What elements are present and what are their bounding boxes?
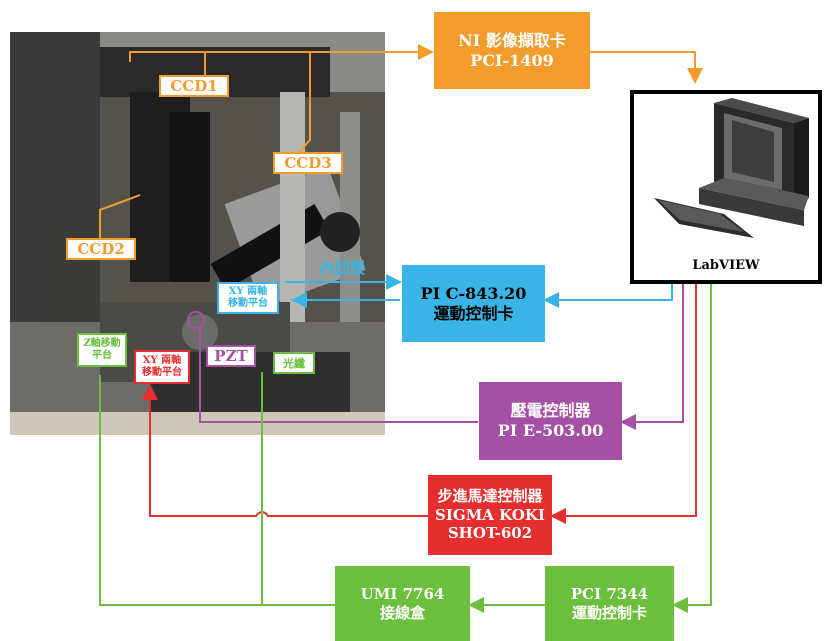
stepper-line2: SIGMA KOKI <box>435 506 545 525</box>
xy-stage-red-line2: 移動平台 <box>142 367 182 379</box>
piezo-line2: PI E-503.00 <box>498 421 603 441</box>
stepper-line1: 步進馬達控制器 <box>437 487 542 506</box>
labview-block: LabVIEW <box>630 90 822 284</box>
piezo-controller-block: 壓電控制器 PI E-503.00 <box>479 382 622 460</box>
pi-c843-line2: 運動控制卡 <box>433 304 513 324</box>
ccd3-label: CCD3 <box>273 152 343 174</box>
pzt-label: PZT <box>206 345 256 367</box>
labview-label: LabVIEW <box>692 258 759 274</box>
pci7344-block: PCI 7344 運動控制卡 <box>545 566 674 641</box>
ni-card-block: NI 影像擷取卡 PCI-1409 <box>434 12 590 89</box>
computer-icon <box>644 98 814 253</box>
ni-card-line1: NI 影像擷取卡 <box>458 31 566 51</box>
z-stage-label: Z軸移動 平台 <box>77 333 127 367</box>
pi-c843-line1: PI C-843.20 <box>421 284 527 304</box>
umi-line1: UMI 7764 <box>361 585 445 604</box>
pi-c843-block: PI C-843.20 運動控制卡 <box>402 265 545 342</box>
umi-block: UMI 7764 接線盒 <box>335 566 470 641</box>
xy-stage-top-label: XY 兩軸 移動平台 <box>217 282 279 314</box>
piezo-line1: 壓電控制器 <box>510 401 590 421</box>
ni-card-line2: PCI-1409 <box>470 51 553 71</box>
umi-line2: 接線盒 <box>380 604 425 623</box>
fiber-label: 光纖 <box>273 352 315 374</box>
z-stage-line1: Z軸移動 <box>83 338 120 350</box>
z-stage-line2: 平台 <box>92 350 112 362</box>
pci7344-line1: PCI 7344 <box>571 585 648 604</box>
inner-loop-label: 內回授 <box>320 257 365 278</box>
xy-stage-red-line1: XY 兩軸 <box>143 355 181 367</box>
xy-stage-top-line2: 移動平台 <box>228 298 268 310</box>
stepper-controller-block: 步進馬達控制器 SIGMA KOKI SHOT-602 <box>428 475 552 555</box>
xy-stage-top-line1: XY 兩軸 <box>229 286 267 298</box>
pci7344-line2: 運動控制卡 <box>572 604 647 623</box>
ccd1-label: CCD1 <box>159 75 229 97</box>
xy-stage-red-label: XY 兩軸 移動平台 <box>134 350 190 384</box>
ccd2-label: CCD2 <box>66 238 136 260</box>
stepper-line3: SHOT-602 <box>448 524 532 543</box>
